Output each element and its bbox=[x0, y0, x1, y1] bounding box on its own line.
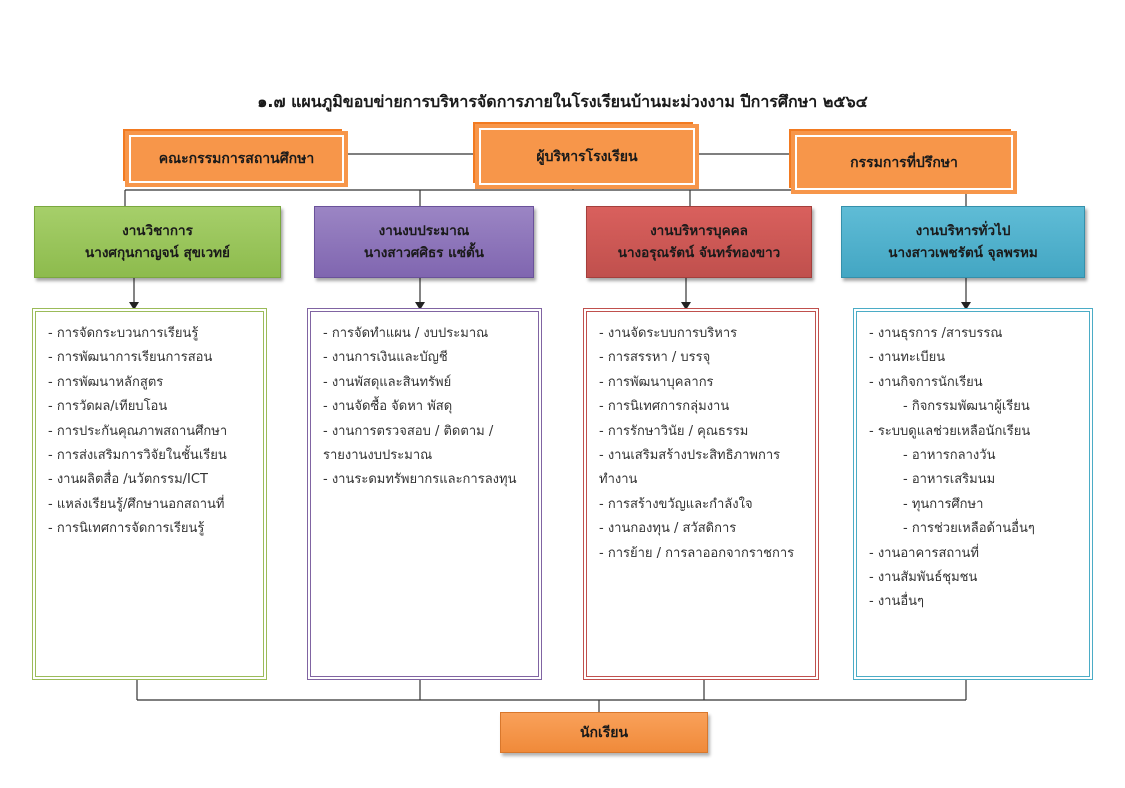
school-committee-box: คณะกรรมการสถานศึกษา bbox=[123, 129, 348, 187]
dept-general-head: นางสาวเพชรัตน์ จุลพรหม bbox=[888, 245, 1038, 261]
list-item: - การพัฒนาหลักสูตร bbox=[48, 374, 164, 390]
dept-general-header: งานบริหารทั่วไป นางสาวเพชรัตน์ จุลพรหม bbox=[841, 206, 1085, 278]
list-item: - งานผลิตสื่อ /นวัตกรรม/ICT bbox=[48, 472, 208, 488]
list-item: - แหล่งเรียนรู้/ศึกษานอกสถานที่ bbox=[48, 496, 225, 512]
list-item: - การจัดกระบวนการเรียนรู้ bbox=[48, 326, 199, 341]
dept-budget-head: นางสาวศศิธร แซ่ตั้น bbox=[364, 245, 484, 261]
dept-academic-head: นางศกุนกาญจน์ สุขเวทย์ bbox=[85, 245, 230, 261]
advisory-committee-box: กรรมการที่ปรึกษา bbox=[789, 129, 1017, 194]
list-item: - การจัดทำแผน / งบประมาณ bbox=[323, 326, 489, 341]
dept-personnel-list: - งานจัดระบบการบริหาร - การสรรหา / บรรจุ… bbox=[583, 308, 819, 680]
list-item: - การนิเทศการกลุ่มงาน bbox=[599, 399, 730, 415]
list-item: - งานการตรวจสอบ / ติดตาม / bbox=[323, 423, 494, 439]
dept-general-name: งานบริหารทั่วไป bbox=[915, 223, 1011, 239]
list-item: - งานทะเบียน bbox=[869, 350, 946, 366]
list-item: - งานอื่นๆ bbox=[869, 594, 925, 610]
list-subitem: - อาหารกลางวัน bbox=[903, 448, 996, 464]
advisory-committee-label: กรรมการที่ปรึกษา bbox=[791, 131, 1017, 194]
list-item: - งานจัดระบบการบริหาร bbox=[599, 326, 738, 341]
dept-academic-name: งานวิชาการ bbox=[122, 223, 193, 239]
list-item: - การรักษาวินัย / คุณธรรม bbox=[599, 423, 749, 439]
school-director-label: ผู้บริหารโรงเรียน bbox=[475, 124, 699, 189]
list-item: - ระบบดูแลช่วยเหลือนักเรียน bbox=[869, 423, 1031, 439]
dept-academic-list: - การจัดกระบวนการเรียนรู้ - การพัฒนาการเ… bbox=[32, 308, 267, 680]
list-item: - การพัฒนาการเรียนการสอน bbox=[48, 350, 213, 366]
dept-budget-header: งานงบประมาณ นางสาวศศิธร แซ่ตั้น bbox=[314, 206, 534, 278]
list-item: - การนิเทศการจัดการเรียนรู้ bbox=[48, 521, 205, 537]
list-item: - งานเสริมสร้างประสิทธิภาพการ bbox=[599, 448, 781, 464]
list-item: - การประกันคุณภาพสถานศึกษา bbox=[48, 423, 228, 439]
list-item: - งานจัดซื้อ จัดหา พัสดุ bbox=[323, 399, 453, 415]
list-item: - งานพัสดุและสินทรัพย์ bbox=[323, 374, 452, 390]
list-subitem: - อาหารเสริมนม bbox=[903, 472, 996, 488]
list-subitem: - การช่วยเหลือด้านอื่นๆ bbox=[903, 521, 1035, 537]
school-director-box: ผู้บริหารโรงเรียน bbox=[473, 122, 699, 189]
dept-budget-name: งานงบประมาณ bbox=[378, 223, 470, 239]
list-subitem: - กิจกรรมพัฒนาผู้เรียน bbox=[903, 399, 1030, 415]
list-item: - งานอาคารสถานที่ bbox=[869, 545, 980, 561]
list-item: - งานสัมพันธ์ชุมชน bbox=[869, 570, 978, 586]
list-item: - งานกิจการนักเรียน bbox=[869, 374, 983, 390]
list-item: - งานธุรการ /สารบรรณ bbox=[869, 326, 1003, 341]
chart-title: ๑.๗ แผนภูมิขอบข่ายการบริหารจัดการภายในโร… bbox=[257, 92, 868, 111]
dept-general-list: - งานธุรการ /สารบรรณ - งานทะเบียน - งานก… bbox=[853, 308, 1093, 680]
list-item: - การส่งเสริมการวิจัยในชั้นเรียน bbox=[48, 448, 227, 464]
list-item: - การย้าย / การลาออกจากราชการ bbox=[599, 545, 795, 561]
students-box: นักเรียน bbox=[500, 712, 708, 753]
dept-academic-header: งานวิชาการ นางศกุนกาญจน์ สุขเวทย์ bbox=[34, 206, 281, 278]
list-item: - การพัฒนาบุคลากร bbox=[599, 374, 714, 390]
list-item: - งานการเงินและบัญชี bbox=[323, 350, 448, 366]
dept-personnel-header: งานบริหารบุคคล นางอรุณรัตน์ จันทร์ทองขาว bbox=[586, 206, 812, 278]
list-item: รายงานงบประมาณ bbox=[323, 448, 433, 464]
list-subitem: - ทุนการศึกษา bbox=[903, 496, 984, 512]
list-item: - การวัดผล/เทียบโอน bbox=[48, 399, 168, 415]
dept-budget-list: - การจัดทำแผน / งบประมาณ - งานการเงินและ… bbox=[307, 308, 542, 680]
list-item: - การสรรหา / บรรจุ bbox=[599, 350, 711, 366]
school-committee-label: คณะกรรมการสถานศึกษา bbox=[125, 131, 348, 187]
list-item: - งานระดมทรัพยากรและการลงทุน bbox=[323, 472, 517, 488]
list-item: - การสร้างขวัญและกำลังใจ bbox=[599, 496, 753, 512]
list-item: - งานกองทุน / สวัสดิการ bbox=[599, 521, 737, 537]
dept-personnel-head: นางอรุณรัตน์ จันทร์ทองขาว bbox=[617, 245, 781, 261]
list-item: ทำงาน bbox=[599, 472, 638, 488]
dept-personnel-name: งานบริหารบุคคล bbox=[650, 223, 748, 239]
